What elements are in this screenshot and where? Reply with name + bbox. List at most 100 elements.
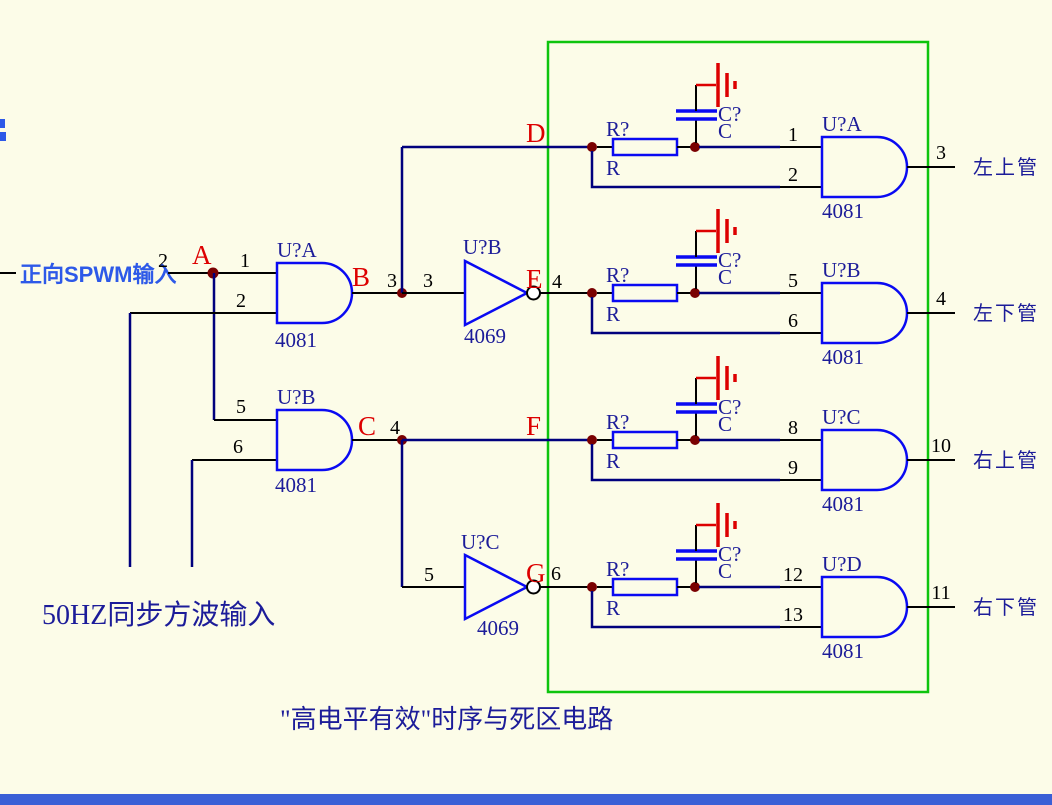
and-gate-body (275, 261, 354, 325)
junction-dot (690, 142, 700, 152)
capacitor-name: C (718, 265, 732, 289)
deadband-row-4: G R? R C? C 12 13 U?D 4081 11 右下管 (526, 503, 1039, 663)
gate-ref-label: U?B (463, 235, 502, 259)
output-name-label: 左上管 (973, 156, 1039, 179)
edge-text-fragment (0, 132, 6, 141)
gate-ref-label: U?A (277, 238, 317, 262)
pin-number: 2 (788, 164, 798, 186)
output-name-label: 左下管 (973, 302, 1039, 325)
pin-number: 2 (236, 290, 246, 312)
pin-number: 13 (783, 604, 803, 626)
gate-ref-label: U?A (822, 112, 862, 136)
gate-ref-label: U?D (822, 552, 862, 576)
node-label-g: G (526, 558, 546, 588)
gate-part-label: 4081 (822, 345, 864, 369)
and-gate-body (820, 281, 909, 345)
pin-number: 8 (788, 417, 798, 439)
wire-segment (590, 591, 780, 629)
capacitor-name: C (718, 119, 732, 143)
pin-number: 6 (233, 436, 243, 458)
resistor-name: R (606, 156, 620, 180)
and-gate-left-bottom: U?B 4081 5 6 C 4 (233, 385, 402, 497)
deadband-row-3: F R? R C? C 8 9 U?C 4081 10 右上管 (526, 356, 1039, 516)
deadband-region-border (546, 40, 930, 694)
pin-number: 2 (158, 250, 168, 272)
inverter-bottom: 5 U?C 4069 6 (402, 530, 592, 640)
junction-dot (690, 435, 700, 445)
gate-ref-label: U?C (822, 405, 861, 429)
node-label-a: A (192, 240, 212, 270)
gate-ref-label: U?B (277, 385, 316, 409)
node-label-c: C (358, 411, 376, 441)
capacitor-ref: C? (718, 248, 741, 272)
pin-number: 4 (390, 417, 400, 439)
wire-segment (590, 444, 780, 482)
pin-number: 4 (552, 271, 562, 293)
edge-text-fragment (0, 119, 5, 128)
and-gate-body (820, 575, 909, 639)
pin-number: 4 (936, 288, 946, 310)
resistor-name: R (606, 302, 620, 326)
output-name-label: 右上管 (973, 449, 1039, 472)
inverter-body (463, 258, 530, 328)
gate-ref-label: U?B (822, 258, 861, 282)
pin-number: 3 (387, 270, 397, 292)
output-name-label: 右下管 (973, 596, 1039, 619)
resistor-body (611, 283, 679, 303)
pin-number: 1 (240, 250, 250, 272)
gate-part-label: 4081 (822, 199, 864, 223)
pin-number: 5 (424, 564, 434, 586)
resistor-body (611, 577, 679, 597)
resistor-name: R (606, 449, 620, 473)
gate-part-label: 4081 (275, 328, 317, 352)
resistor-body (611, 137, 679, 157)
and-gate-body (820, 135, 909, 199)
inverter-top: 3 U?B 4069 4 (402, 235, 592, 348)
pin-number: 9 (788, 457, 798, 479)
gate-part-label: 4081 (275, 473, 317, 497)
pin-number: 1 (788, 124, 798, 146)
junction-dot (690, 582, 700, 592)
pin-number: 5 (236, 396, 246, 418)
resistor-ref: R? (606, 410, 629, 434)
deadband-row-2: E R? R C? C 5 6 U?B 4081 4 左下管 (526, 209, 1039, 369)
pin-number: 11 (931, 582, 950, 604)
pin-number: 6 (788, 310, 798, 332)
interconnect-wires (397, 145, 592, 587)
capacitor-ref: C? (718, 542, 741, 566)
and-gate-left-top: U?A 4081 1 2 3 B (236, 238, 402, 352)
resistor-ref: R? (606, 263, 629, 287)
capacitor-ref: C? (718, 395, 741, 419)
gate-ref-label: U?C (461, 530, 500, 554)
node-label-e: E (526, 264, 543, 294)
junction-dot (587, 435, 597, 445)
and-gate-body (820, 428, 909, 492)
junction-dot (587, 142, 597, 152)
gate-part-label: 4069 (477, 616, 519, 640)
pin-number: 3 (423, 270, 433, 292)
pin-number: 10 (931, 435, 951, 457)
node-label-d: D (526, 118, 546, 148)
caption-label: "高电平有效"时序与死区电路 (280, 705, 613, 734)
pin-number: 5 (788, 270, 798, 292)
bottom-bar (0, 794, 1052, 805)
inverter-body (463, 552, 530, 622)
resistor-ref: R? (606, 557, 629, 581)
wire-segment (590, 151, 780, 189)
junction-dot (690, 288, 700, 298)
pin-number: 6 (551, 563, 561, 585)
node-label-f: F (526, 411, 541, 441)
sync-input-label: 50HZ同步方波输入 (42, 599, 275, 631)
pin-number: 12 (783, 564, 803, 586)
wire-segment (590, 297, 780, 335)
gate-part-label: 4069 (464, 324, 506, 348)
capacitor-name: C (718, 412, 732, 436)
and-gate-body (275, 408, 354, 472)
gate-part-label: 4081 (822, 639, 864, 663)
junction-dot (587, 288, 597, 298)
resistor-name: R (606, 596, 620, 620)
capacitor-ref: C? (718, 102, 741, 126)
pin-number: 3 (936, 142, 946, 164)
node-label-b: B (352, 262, 370, 292)
